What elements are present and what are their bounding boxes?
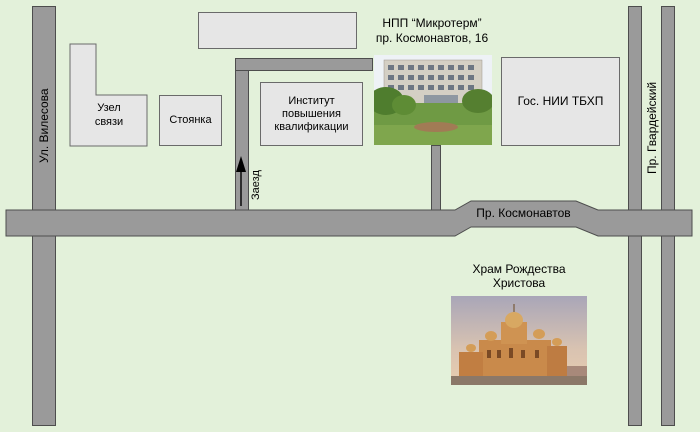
church-photo bbox=[451, 296, 587, 385]
company-address: пр. Космонавтов, 16 bbox=[375, 31, 489, 45]
institut-building: Институт повышения квалификации bbox=[260, 82, 363, 146]
stoyanka-parking: Стоянка bbox=[159, 95, 222, 146]
gvardeisky-avenue-label: Пр. Гвардейский bbox=[645, 81, 659, 174]
kosmonavtov-avenue-label: Пр. Космонавтов bbox=[476, 206, 571, 220]
company-building-photo bbox=[374, 55, 492, 145]
access-road-horizontal bbox=[235, 58, 373, 71]
company-name: НПП “Микротерм” bbox=[382, 16, 482, 30]
vilesova-street-label: Ул. Вилесова bbox=[37, 88, 51, 163]
entrance-label: Заезд bbox=[250, 170, 262, 200]
uzel-svyazi-label: Узел связи bbox=[94, 102, 124, 128]
top-building bbox=[198, 12, 357, 49]
gos-nii-tbhp-building: Гос. НИИ ТБХП bbox=[501, 57, 620, 146]
church-name: Храм Рождества Христова bbox=[472, 262, 566, 290]
entrance-arrow-head bbox=[236, 156, 246, 172]
